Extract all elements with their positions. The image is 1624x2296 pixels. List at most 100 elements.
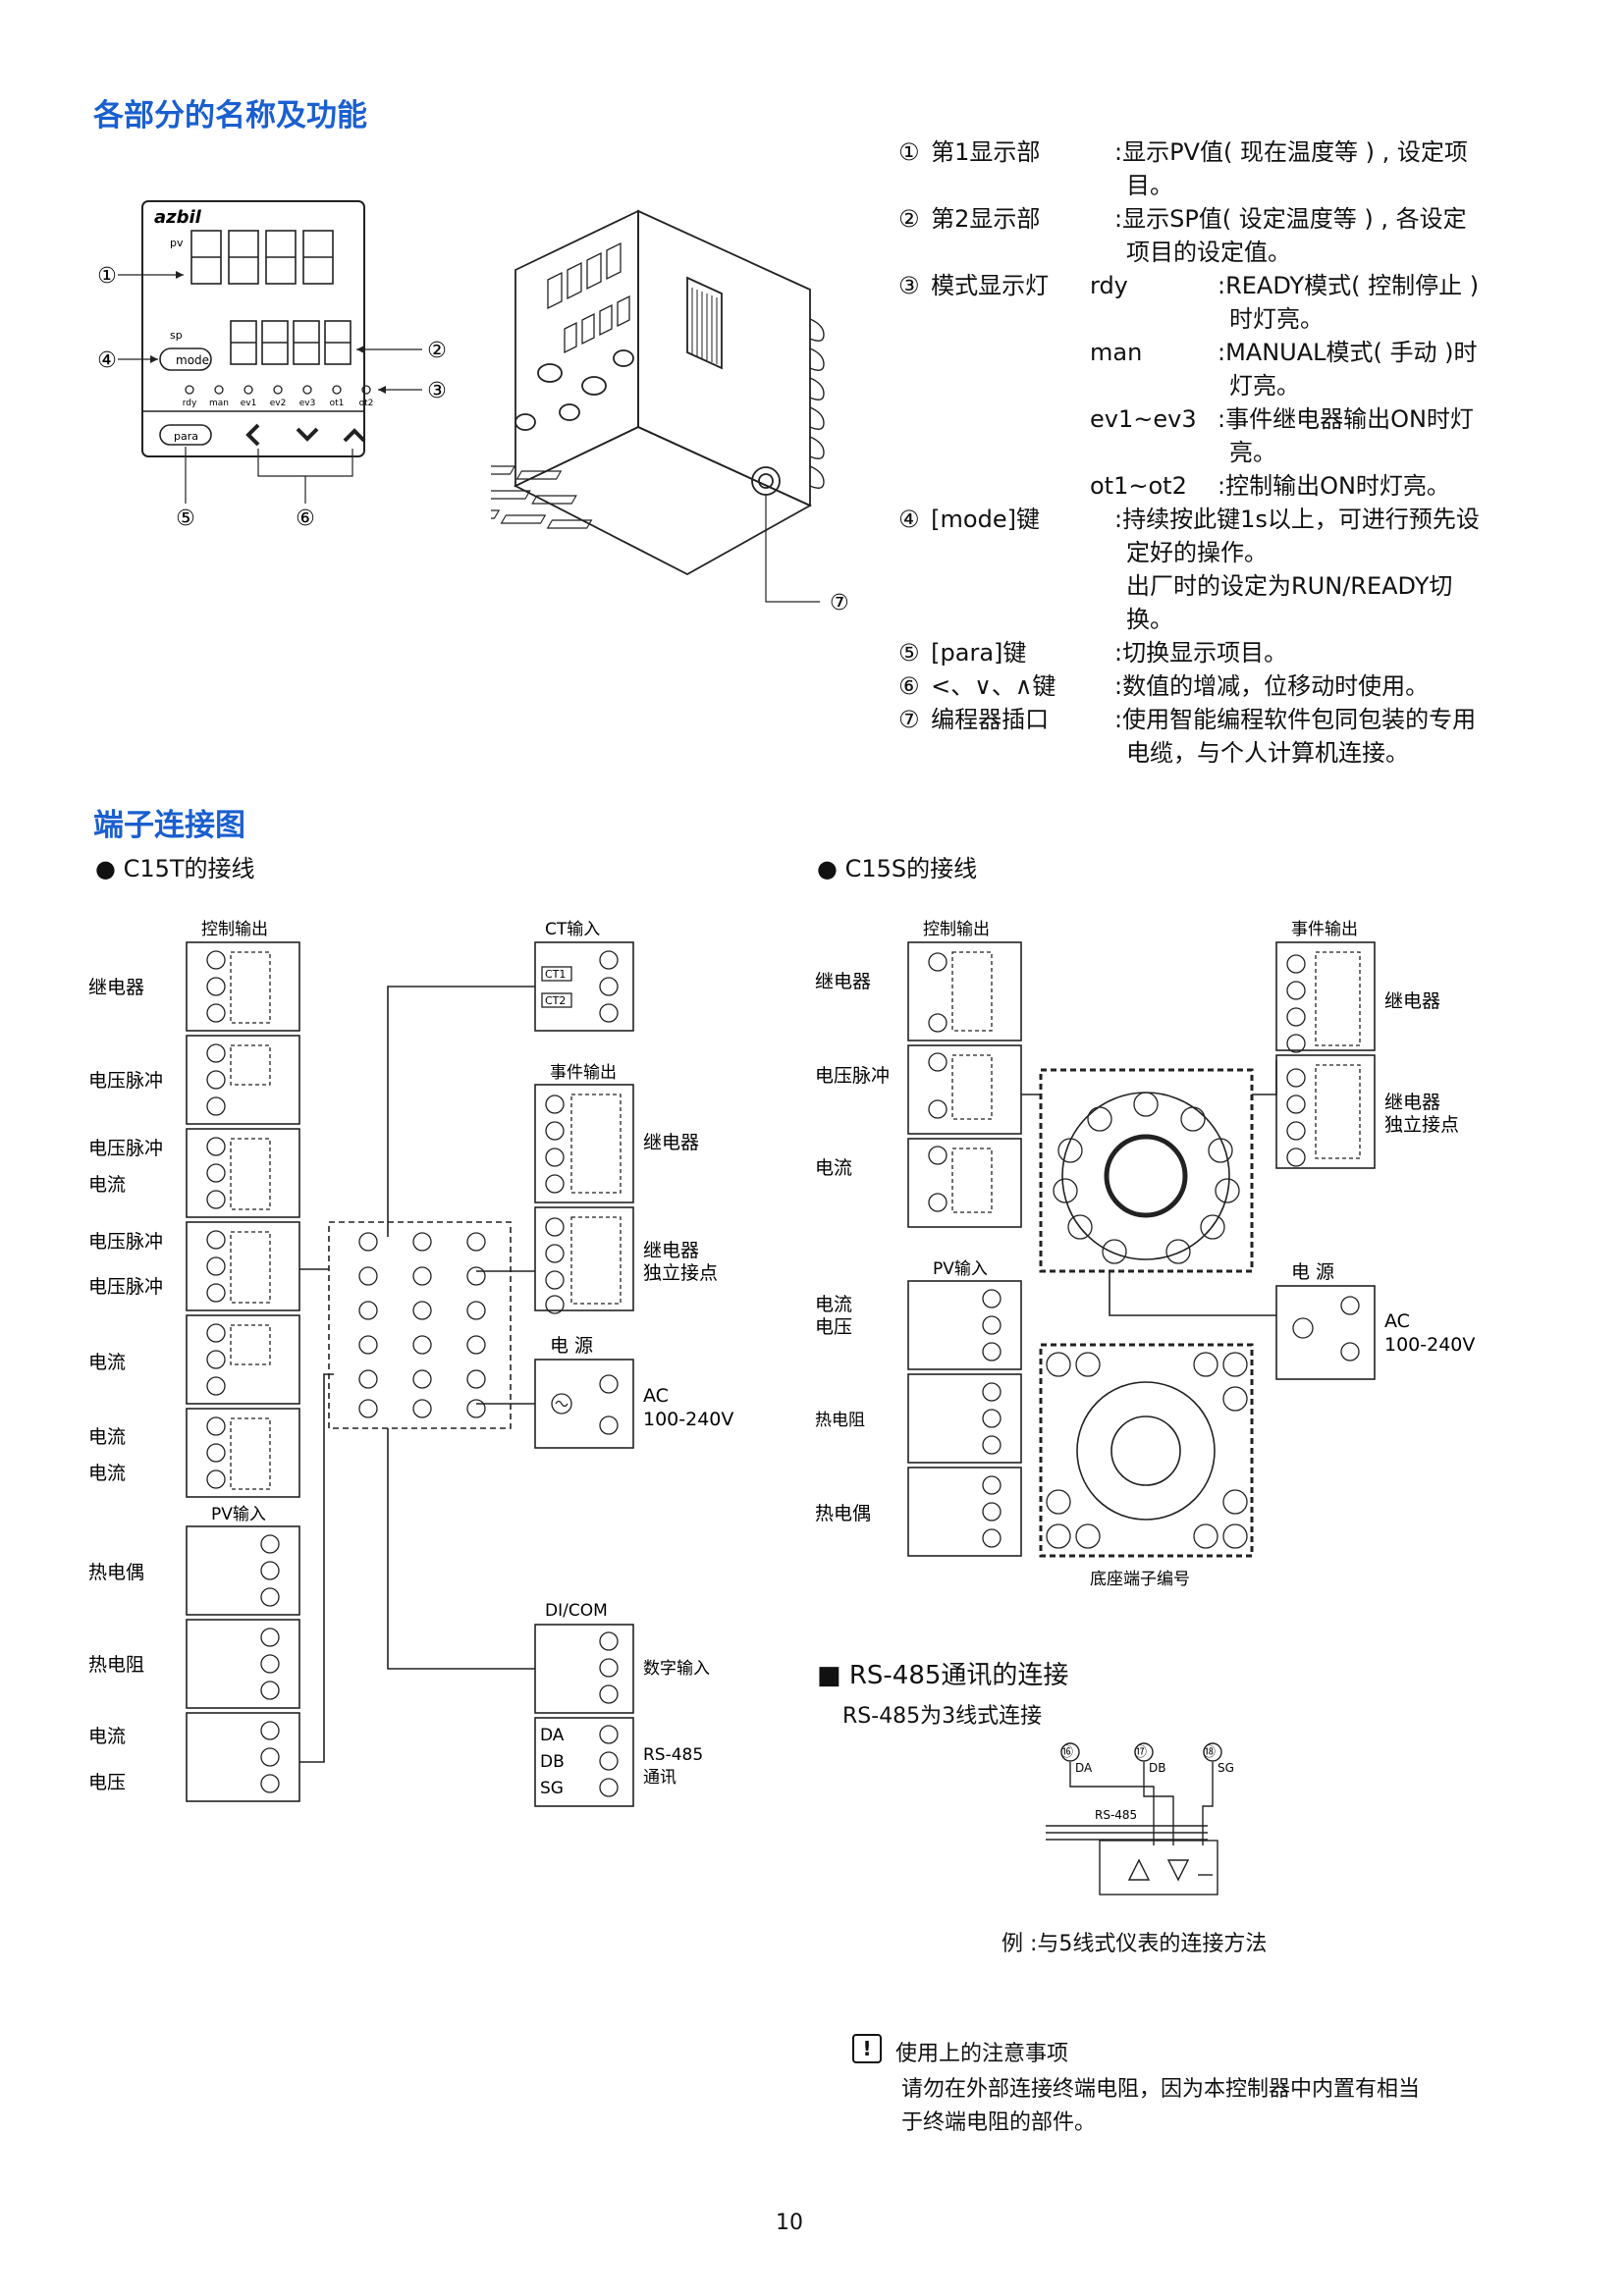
part-item-5: ⑤ [para]键 bbox=[898, 639, 1027, 667]
pv-input-heading: PV输入 bbox=[933, 1259, 988, 1279]
led-desc: 灯亮。 bbox=[1229, 372, 1300, 400]
callout-2: ② bbox=[427, 339, 447, 363]
pv-label: 热电阻 bbox=[815, 1411, 865, 1430]
led-label: ot2 bbox=[359, 399, 374, 408]
pv-label: pv bbox=[170, 237, 184, 249]
rs485-title: ■ RS-485通讯的连接 bbox=[817, 1661, 1069, 1690]
relay-independent-label: 继电器 bbox=[643, 1240, 699, 1261]
controller-front-diagram: azbil pv sp mode para rdy man ev1 ev2 ev… bbox=[97, 200, 447, 531]
c15s-title: ● C15S的接线 bbox=[817, 855, 978, 882]
led-label: ev1 bbox=[241, 399, 257, 408]
led-desc: :MANUAL模式( 手动 )时 bbox=[1218, 339, 1478, 366]
da-label: DA bbox=[1075, 1761, 1093, 1775]
led-label: ev3 bbox=[299, 399, 316, 408]
ctrl-output-heading: 控制输出 bbox=[201, 920, 268, 939]
event-output-heading: 事件输出 bbox=[550, 1063, 617, 1083]
rs485-subtitle: RS-485为3线式连接 bbox=[842, 1704, 1043, 1729]
led-desc: 时灯亮。 bbox=[1229, 305, 1324, 333]
part-desc: 换。 bbox=[1126, 606, 1173, 633]
page-number: 10 bbox=[776, 2211, 803, 2235]
relay-label: 继电器 bbox=[1384, 990, 1440, 1012]
led-desc: :事件继电器输出ON时灯 bbox=[1218, 405, 1474, 433]
c15s-wiring-diagram: 控制输出 继电器 电压脉冲 电流 事件输出 继电器 继电器 独立接点 PV输入 … bbox=[815, 920, 1475, 1589]
pv-label: 电流 bbox=[815, 1294, 852, 1315]
relay-independent-label: 独立接点 bbox=[1384, 1114, 1459, 1136]
ctrl-label: 电压脉冲 bbox=[815, 1065, 890, 1087]
led-key: man bbox=[1090, 339, 1143, 366]
ctrl-label: 电流 bbox=[88, 1352, 126, 1373]
rs485-caption: 例 :与5线式仪表的连接方法 bbox=[1001, 1932, 1268, 1956]
part-item-1: ① 第1显示部 bbox=[898, 138, 1041, 166]
led-label: rdy bbox=[183, 399, 197, 408]
ct-input-heading: CT输入 bbox=[545, 920, 600, 939]
led-key: ev1~ev3 bbox=[1090, 405, 1197, 433]
bus-label: RS-485 bbox=[1095, 1808, 1137, 1822]
callout-5: ⑤ bbox=[176, 507, 195, 531]
mode-button-label: mode bbox=[176, 353, 209, 367]
ctrl-label: 电流 bbox=[815, 1157, 852, 1179]
led-label: ev2 bbox=[270, 399, 287, 408]
ct1-label: CT1 bbox=[545, 968, 566, 981]
sg-label: SG bbox=[1218, 1761, 1234, 1775]
led-desc: :控制输出ON时灯亮。 bbox=[1218, 472, 1450, 500]
controller-isometric-diagram: ⑦ bbox=[491, 209, 849, 615]
led-label: ot1 bbox=[330, 399, 345, 408]
sp-label: sp bbox=[170, 329, 183, 342]
part-desc: 目。 bbox=[1126, 172, 1173, 199]
pv-label: 电流 bbox=[88, 1726, 126, 1747]
power-heading: 电 源 bbox=[550, 1335, 593, 1357]
ctrl-label: 电流 bbox=[88, 1463, 126, 1484]
part-desc: 项目的设定值。 bbox=[1126, 239, 1291, 266]
part-desc: 电缆，与个人计算机连接。 bbox=[1126, 739, 1409, 767]
part-item-2: ② 第2显示部 bbox=[898, 205, 1041, 233]
sg-label: SG bbox=[540, 1779, 564, 1798]
callout-1: ① bbox=[97, 264, 117, 289]
section-title-terminals: 端子连接图 bbox=[93, 808, 245, 843]
pv-input-heading: PV输入 bbox=[211, 1505, 266, 1524]
ctrl-output-heading: 控制输出 bbox=[923, 920, 990, 939]
part-item-3: ③ 模式显示灯 bbox=[898, 272, 1050, 299]
part-item-7: ⑦ 编程器插口 bbox=[898, 706, 1050, 733]
pv-label: 电压 bbox=[88, 1772, 126, 1793]
c15t-labels: 控制输出 继电器 电压脉冲 电压脉冲 电流 电压脉冲 电压脉冲 电流 电流 电流… bbox=[88, 920, 733, 1798]
part-desc: :切换显示项目。 bbox=[1114, 639, 1288, 667]
part-desc: 定好的操作。 bbox=[1126, 539, 1268, 566]
c15t-wiring-diagram: 控制输出 继电器 电压脉冲 电压脉冲 电流 电压脉冲 电压脉冲 电流 电流 电流… bbox=[88, 920, 733, 1807]
ct2-label: CT2 bbox=[545, 994, 566, 1007]
led-label: man bbox=[209, 399, 229, 408]
callout-6: ⑥ bbox=[296, 507, 315, 531]
para-button-label: para bbox=[174, 430, 198, 443]
pv-label: 热电偶 bbox=[815, 1503, 871, 1524]
rs485-comm-label: 通讯 bbox=[643, 1768, 677, 1788]
led-key: rdy bbox=[1090, 272, 1128, 299]
dicom-heading: DI/COM bbox=[545, 1601, 608, 1621]
ac-voltage-label: 100-240V bbox=[1384, 1334, 1475, 1356]
caution-line: 于终端电阻的部件。 bbox=[901, 2110, 1097, 2135]
part-item-4: ④ [mode]键 bbox=[898, 506, 1040, 533]
da-label: DA bbox=[540, 1726, 565, 1745]
ac-label: AC bbox=[643, 1385, 669, 1407]
caution-line: 请勿在外部连接终端电阻，因为本控制器中内置有相当 bbox=[901, 2077, 1421, 2102]
part-desc: :使用智能编程软件包同包装的专用 bbox=[1114, 706, 1477, 733]
ctrl-label: 电压脉冲 bbox=[88, 1231, 163, 1253]
led-key: ot1~ot2 bbox=[1090, 472, 1187, 500]
terminal-18: ⑱ bbox=[1203, 1745, 1216, 1760]
part-desc: :数值的增减，位移动时使用。 bbox=[1114, 672, 1430, 700]
relay-label: 继电器 bbox=[643, 1132, 699, 1153]
db-label: DB bbox=[1149, 1761, 1165, 1775]
part-desc: :持续按此键1s以上，可进行预先设 bbox=[1114, 506, 1480, 533]
caution-icon: ! bbox=[852, 2034, 882, 2063]
db-label: DB bbox=[540, 1752, 565, 1772]
pv-label: 热电阻 bbox=[88, 1654, 144, 1676]
led-desc: 亮。 bbox=[1229, 439, 1276, 466]
part-desc: :显示PV值( 现在温度等 ) , 设定项 bbox=[1114, 138, 1468, 166]
ctrl-label: 电流 bbox=[88, 1174, 126, 1196]
section-title-parts: 各部分的名称及功能 bbox=[93, 98, 367, 133]
event-output-heading: 事件输出 bbox=[1291, 920, 1358, 939]
rs485-diagram: ⑯ ⑰ ⑱ DA DB SG RS-485 bbox=[1046, 1742, 1234, 1896]
caution-title: 使用上的注意事项 bbox=[895, 2042, 1069, 2066]
terminal-16: ⑯ bbox=[1060, 1745, 1073, 1760]
part-item-6: ⑥ <、∨、∧键 bbox=[898, 672, 1056, 700]
led-desc: :READY模式( 控制停止 ) bbox=[1218, 272, 1480, 299]
pv-label: 电压 bbox=[815, 1316, 852, 1338]
